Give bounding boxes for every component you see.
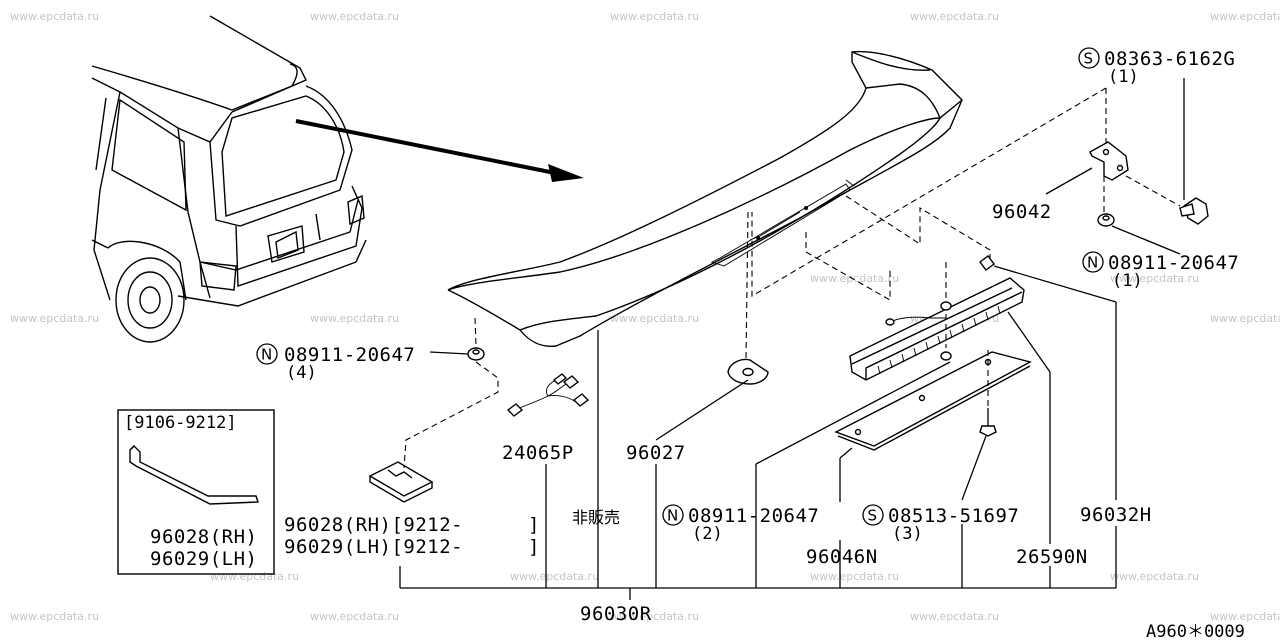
label-bracket: 96042	[992, 201, 1052, 223]
prefix-circle-n-right	[1082, 251, 1104, 273]
prefix-circle-n-center	[662, 504, 684, 526]
label-nut-left-qty: (4)	[286, 363, 317, 383]
stop-lamp-housing	[849, 255, 1025, 381]
vehicle-illustration	[91, 15, 367, 343]
label-pad-lh-end: ]	[528, 536, 540, 558]
svg-text:www.epcdata.ru: www.epcdata.ru	[910, 10, 999, 23]
svg-text:www.epcdata.ru: www.epcdata.ru	[910, 610, 999, 623]
nut-08911-20647-right	[1097, 213, 1115, 227]
label-diagram-code: A960＊0009	[1146, 622, 1245, 640]
svg-text:www.epcdata.ru: www.epcdata.ru	[310, 312, 399, 325]
svg-text:www.epcdata.ru: www.epcdata.ru	[210, 570, 299, 583]
nut-08911-20647-left	[467, 347, 485, 361]
label-spoiler-assy: 96030R	[580, 603, 652, 625]
svg-text:www.epcdata.ru: www.epcdata.ru	[1210, 610, 1280, 623]
label-nut-center-part: 08911-20647	[688, 505, 819, 527]
label-pad-lh: 96029(LH)[9212-	[284, 536, 463, 558]
label-lamp-housing: 96032H	[1080, 504, 1152, 526]
label-lamp-cover: 96046N	[806, 546, 878, 568]
prefix-n-left: N	[261, 346, 272, 364]
svg-text:www.epcdata.ru: www.epcdata.ru	[810, 570, 899, 583]
label-nut-right-part: 08911-20647	[1108, 252, 1239, 274]
prefix-s-bolt: S	[1084, 50, 1094, 68]
svg-text:www.epcdata.ru: www.epcdata.ru	[810, 272, 899, 285]
label-lamp: 26590N	[1016, 546, 1088, 568]
pad-96028-96029	[368, 461, 434, 503]
label-nut-right-qty: (1)	[1112, 271, 1143, 291]
prefix-n-right: N	[1087, 254, 1098, 272]
rear-spoiler	[447, 50, 964, 347]
harness-24065p	[506, 373, 590, 417]
label-not-for-sale: 非販売	[572, 508, 620, 527]
label-inset-range: [9106-9212]	[124, 413, 237, 433]
lamp-lens-segments	[877, 305, 1001, 375]
label-screw-part: 08513-51697	[888, 505, 1019, 527]
label-bolt-qty: (1)	[1108, 67, 1139, 87]
direction-arrow	[295, 119, 584, 182]
svg-text:www.epcdata.ru: www.epcdata.ru	[10, 610, 99, 623]
svg-text:www.epcdata.ru: www.epcdata.ru	[1110, 570, 1199, 583]
label-pad-rh-end: ]	[528, 514, 540, 536]
label-bolt-part: 08363-6162G	[1104, 48, 1235, 70]
svg-text:www.epcdata.ru: www.epcdata.ru	[1210, 10, 1280, 23]
label-pad-rh: 96028(RH)[9212-	[284, 514, 463, 536]
svg-text:www.epcdata.ru: www.epcdata.ru	[610, 610, 699, 623]
label-nut-center-qty: (2)	[692, 524, 723, 544]
screw-08513-51697	[979, 408, 997, 437]
stop-lamp-cover	[834, 351, 1032, 451]
svg-text:www.epcdata.ru: www.epcdata.ru	[310, 610, 399, 623]
prefix-s-screw: S	[868, 507, 878, 525]
svg-text:www.epcdata.ru: www.epcdata.ru	[1110, 272, 1199, 285]
part-labels: 08363-6162G (1) 96042 08911-20647 (1) 08…	[124, 48, 1245, 640]
label-seal: 96027	[626, 442, 686, 464]
svg-text:www.epcdata.ru: www.epcdata.ru	[10, 312, 99, 325]
label-nut-left-part: 08911-20647	[284, 344, 415, 366]
svg-text:www.epcdata.ru: www.epcdata.ru	[610, 312, 699, 325]
prefix-circle-s-bolt	[1078, 47, 1100, 69]
label-inset-lh: 96029(LH)	[150, 548, 257, 570]
svg-text:www.epcdata.ru: www.epcdata.ru	[1210, 312, 1280, 325]
bolt-08363-6162g	[1179, 78, 1209, 225]
seal-96027	[727, 358, 769, 385]
bracket-96042	[1089, 141, 1129, 181]
svg-text:www.epcdata.ru: www.epcdata.ru	[510, 570, 599, 583]
prefix-n-center: N	[667, 507, 678, 525]
label-screw-qty: (3)	[892, 524, 923, 544]
svg-text:www.epcdata.ru: www.epcdata.ru	[310, 10, 399, 23]
label-harness: 24065P	[502, 442, 574, 464]
prefix-circle-s-screw	[862, 504, 884, 526]
assembly-dashed-lines	[403, 87, 1181, 469]
prefix-circle-n-left	[256, 343, 278, 365]
label-inset-rh: 96028(RH)	[150, 526, 257, 548]
svg-text:www.epcdata.ru: www.epcdata.ru	[610, 10, 699, 23]
prefix-circles: S N N N S	[256, 47, 1104, 526]
svg-text:www.epcdata.ru: www.epcdata.ru	[10, 10, 99, 23]
leader-lines	[399, 167, 1181, 600]
inset-box	[117, 409, 275, 575]
